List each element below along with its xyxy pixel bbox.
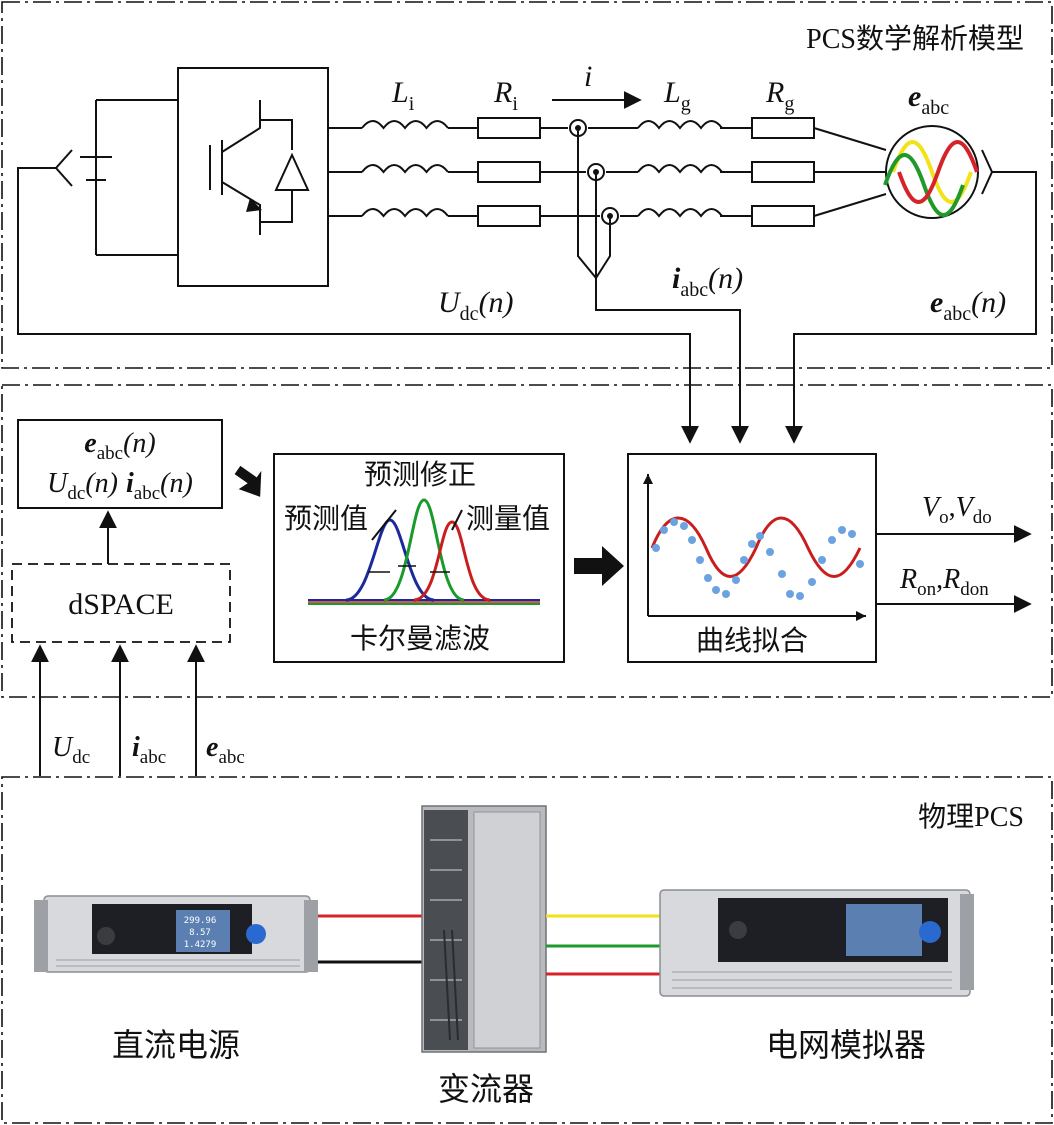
kalman-correct-label: 预测修正 [364,458,476,491]
fit-title: 曲线拟合 [696,624,808,657]
phase-lines [328,91,887,442]
dc-reading-1: 299.96 [184,916,217,926]
dspace-label: dSPACE [68,588,174,621]
algorithm-section-border [1,384,1053,698]
kalman-measure-label: 测量值 [466,502,550,535]
measure-udc-label: Udc [52,732,90,768]
grid-simulator-label: 电网模拟器 [766,1026,926,1064]
kalman-curves [308,498,540,605]
output-v-label: Vo,Vdo [922,492,992,528]
label-current-i: i [584,60,592,93]
input-box-line1: eabc(n) [84,428,155,464]
kalman-title: 卡尔曼滤波 [350,622,490,655]
grid-simulator-image [659,889,974,997]
input-box-line2: Udc(n)iabc(n) [47,468,193,504]
dc-reading-3: 1.4279 [184,940,217,950]
arrow-to-kalman [234,465,262,497]
kalman-box [273,453,565,663]
fit-points [652,518,864,600]
label-udc-n: Udc(n) [438,286,514,325]
label-eabc-n: eabc(n) [930,286,1006,325]
model-section-title: PCS数学解析模型 [806,23,1024,55]
label-Rg: Rg [765,76,794,115]
arrow-to-fit [574,546,624,586]
physical-section-title: 物理PCS [918,801,1024,833]
converter-image [421,805,547,1053]
dc-power-supply-image: 299.96 8.57 1.4279 [34,895,318,973]
fit-box [627,453,877,663]
dc-battery [54,99,178,256]
label-Ri: Ri [493,76,518,115]
fit-curve [650,516,862,578]
model-section-border [1,1,1053,369]
kalman-predict-label: 预测值 [284,502,368,535]
input-box [17,419,223,509]
inverter-block [177,67,329,287]
label-eabc: eabc [908,80,949,119]
feedback-wires [17,167,1037,444]
physical-section-border [1,776,1053,1124]
dc-reading-2: 8.57 [189,928,211,938]
label-Li: Li [391,76,415,115]
measure-eabc-label: eabc [206,732,245,768]
label-Lg: Lg [663,76,691,115]
dspace-box [11,563,231,643]
dc-source-label: 直流电源 [112,1026,240,1064]
output-r-label: Ron,Rdon [899,564,989,600]
grid-source [883,125,994,219]
measure-iabc-label: iabc [132,732,166,768]
converter-label: 变流器 [438,1070,534,1108]
label-iabc-n: iabc(n) [672,262,743,301]
fit-axes [647,474,866,617]
